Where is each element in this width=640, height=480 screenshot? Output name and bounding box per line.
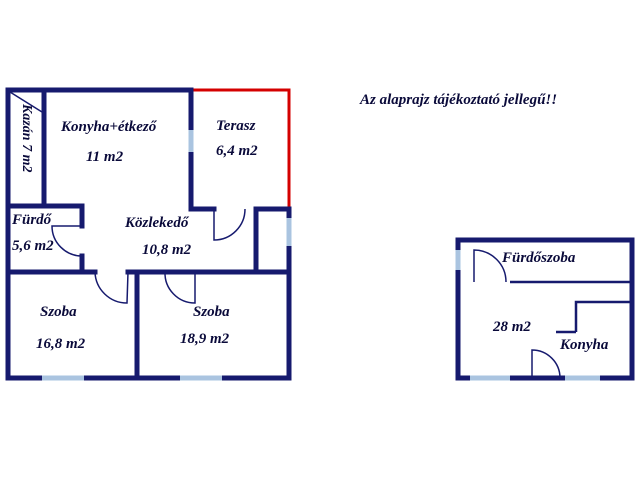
area-terrace: 6,4 m2 — [216, 143, 258, 159]
terrace-outline — [191, 88, 291, 209]
label-room1: Szoba — [40, 304, 77, 320]
room2-door — [164, 271, 196, 304]
label-kazan: Kazán 7 m2 — [19, 103, 34, 172]
bathroom-door — [473, 249, 507, 283]
second-floor-plan: Fürdőszoba 28 m2 Konyha — [455, 237, 635, 381]
label-bathroom: Fürdőszoba — [501, 250, 576, 266]
kitchen-partition — [574, 300, 632, 332]
boiler-door — [9, 91, 43, 113]
room1-door — [94, 271, 129, 304]
outer-wall — [455, 237, 635, 381]
main-floor-plan: Kazán 7 m2 Konyha+étkező 11 m2 Terasz 6,… — [5, 87, 292, 381]
terrace-door — [213, 208, 246, 241]
kitchen-door — [531, 349, 561, 379]
label-terrace: Terasz — [216, 118, 256, 134]
outer-wall-left — [5, 87, 292, 381]
label-bathroom: Fürdő — [11, 212, 53, 228]
area-hallway: 10,8 m2 — [142, 242, 192, 258]
label-hallway: Közlekedő — [124, 215, 190, 231]
label-room2: Szoba — [193, 304, 230, 320]
area-room2: 18,9 m2 — [180, 331, 230, 347]
disclaimer-note: Az alaprajz tájékoztató jellegű!! — [359, 92, 557, 108]
label-kitchen: Konyha — [559, 337, 609, 353]
area-second: 28 m2 — [492, 319, 531, 335]
bathroom-door — [51, 225, 83, 257]
area-room1: 16,8 m2 — [36, 336, 86, 352]
area-kitchen: 11 m2 — [86, 149, 124, 165]
label-kitchen: Konyha+étkező — [60, 119, 158, 135]
area-bathroom: 5,6 m2 — [12, 238, 54, 254]
